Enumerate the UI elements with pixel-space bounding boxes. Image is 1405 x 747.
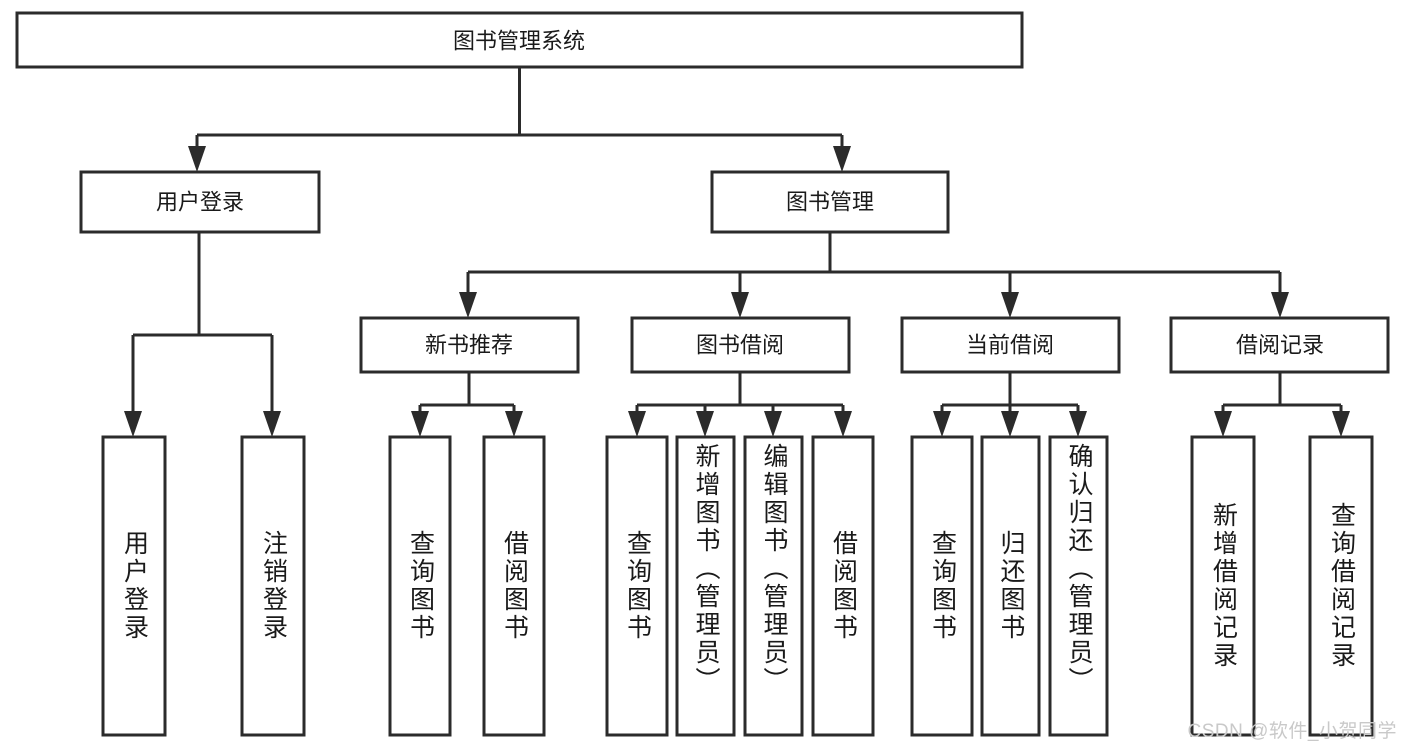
connector-currentborrow-to-leaves [933, 372, 1087, 437]
connector-bookborrow-to-leaves [628, 372, 852, 437]
leaf-box-currentborrow-0[interactable] [910, 435, 974, 737]
leaf-box-bookborrow-0[interactable] [605, 435, 669, 737]
leaf-box-currentborrow-2[interactable] [1048, 435, 1109, 737]
node-label-current-borrow: 当前借阅 [966, 333, 1054, 358]
node-book-management[interactable]: 图书管理 [710, 170, 950, 234]
node-label-book-borrow: 图书借阅 [696, 333, 784, 358]
leaf-box-borrowrecord-0[interactable] [1190, 435, 1256, 737]
node-user-login[interactable]: 用户登录 [79, 170, 321, 234]
node-label-book-management: 图书管理 [786, 190, 874, 215]
leaf-box-currentborrow-1[interactable] [980, 435, 1041, 737]
node-new-book-recommend[interactable]: 新书推荐 [359, 316, 580, 374]
leaf-box-newbook-1[interactable] [482, 435, 546, 737]
node-label-borrow-record: 借阅记录 [1236, 333, 1324, 358]
node-current-borrow[interactable]: 当前借阅 [900, 316, 1121, 374]
node-borrow-record[interactable]: 借阅记录 [1169, 316, 1390, 374]
connector-root-to-level2 [188, 67, 851, 172]
node-label-root: 图书管理系统 [453, 29, 585, 54]
csdn-watermark: CSDN @软件_小贺同学 [1187, 721, 1397, 742]
node-root-system[interactable]: 图书管理系统 [15, 11, 1024, 69]
node-book-borrow[interactable]: 图书借阅 [630, 316, 851, 374]
leaf-box-user-login-1[interactable] [240, 435, 306, 737]
node-label-new-book-recommend: 新书推荐 [425, 333, 513, 358]
node-label-user-login: 用户登录 [156, 190, 244, 215]
leaf-box-bookborrow-1[interactable] [675, 435, 736, 737]
connector-borrowrecord-to-leaves [1214, 372, 1350, 437]
connector-userlogin-to-leaves [124, 232, 281, 437]
leaf-box-user-login-0[interactable] [101, 435, 167, 737]
leaf-box-bookborrow-3[interactable] [811, 435, 875, 737]
connector-newbook-to-leaves [411, 372, 523, 437]
leaf-box-bookborrow-2[interactable] [743, 435, 804, 737]
connector-bookmgmt-to-level3 [459, 232, 1289, 318]
leaf-box-borrowrecord-1[interactable] [1308, 435, 1374, 737]
leaf-box-newbook-0[interactable] [388, 435, 452, 737]
